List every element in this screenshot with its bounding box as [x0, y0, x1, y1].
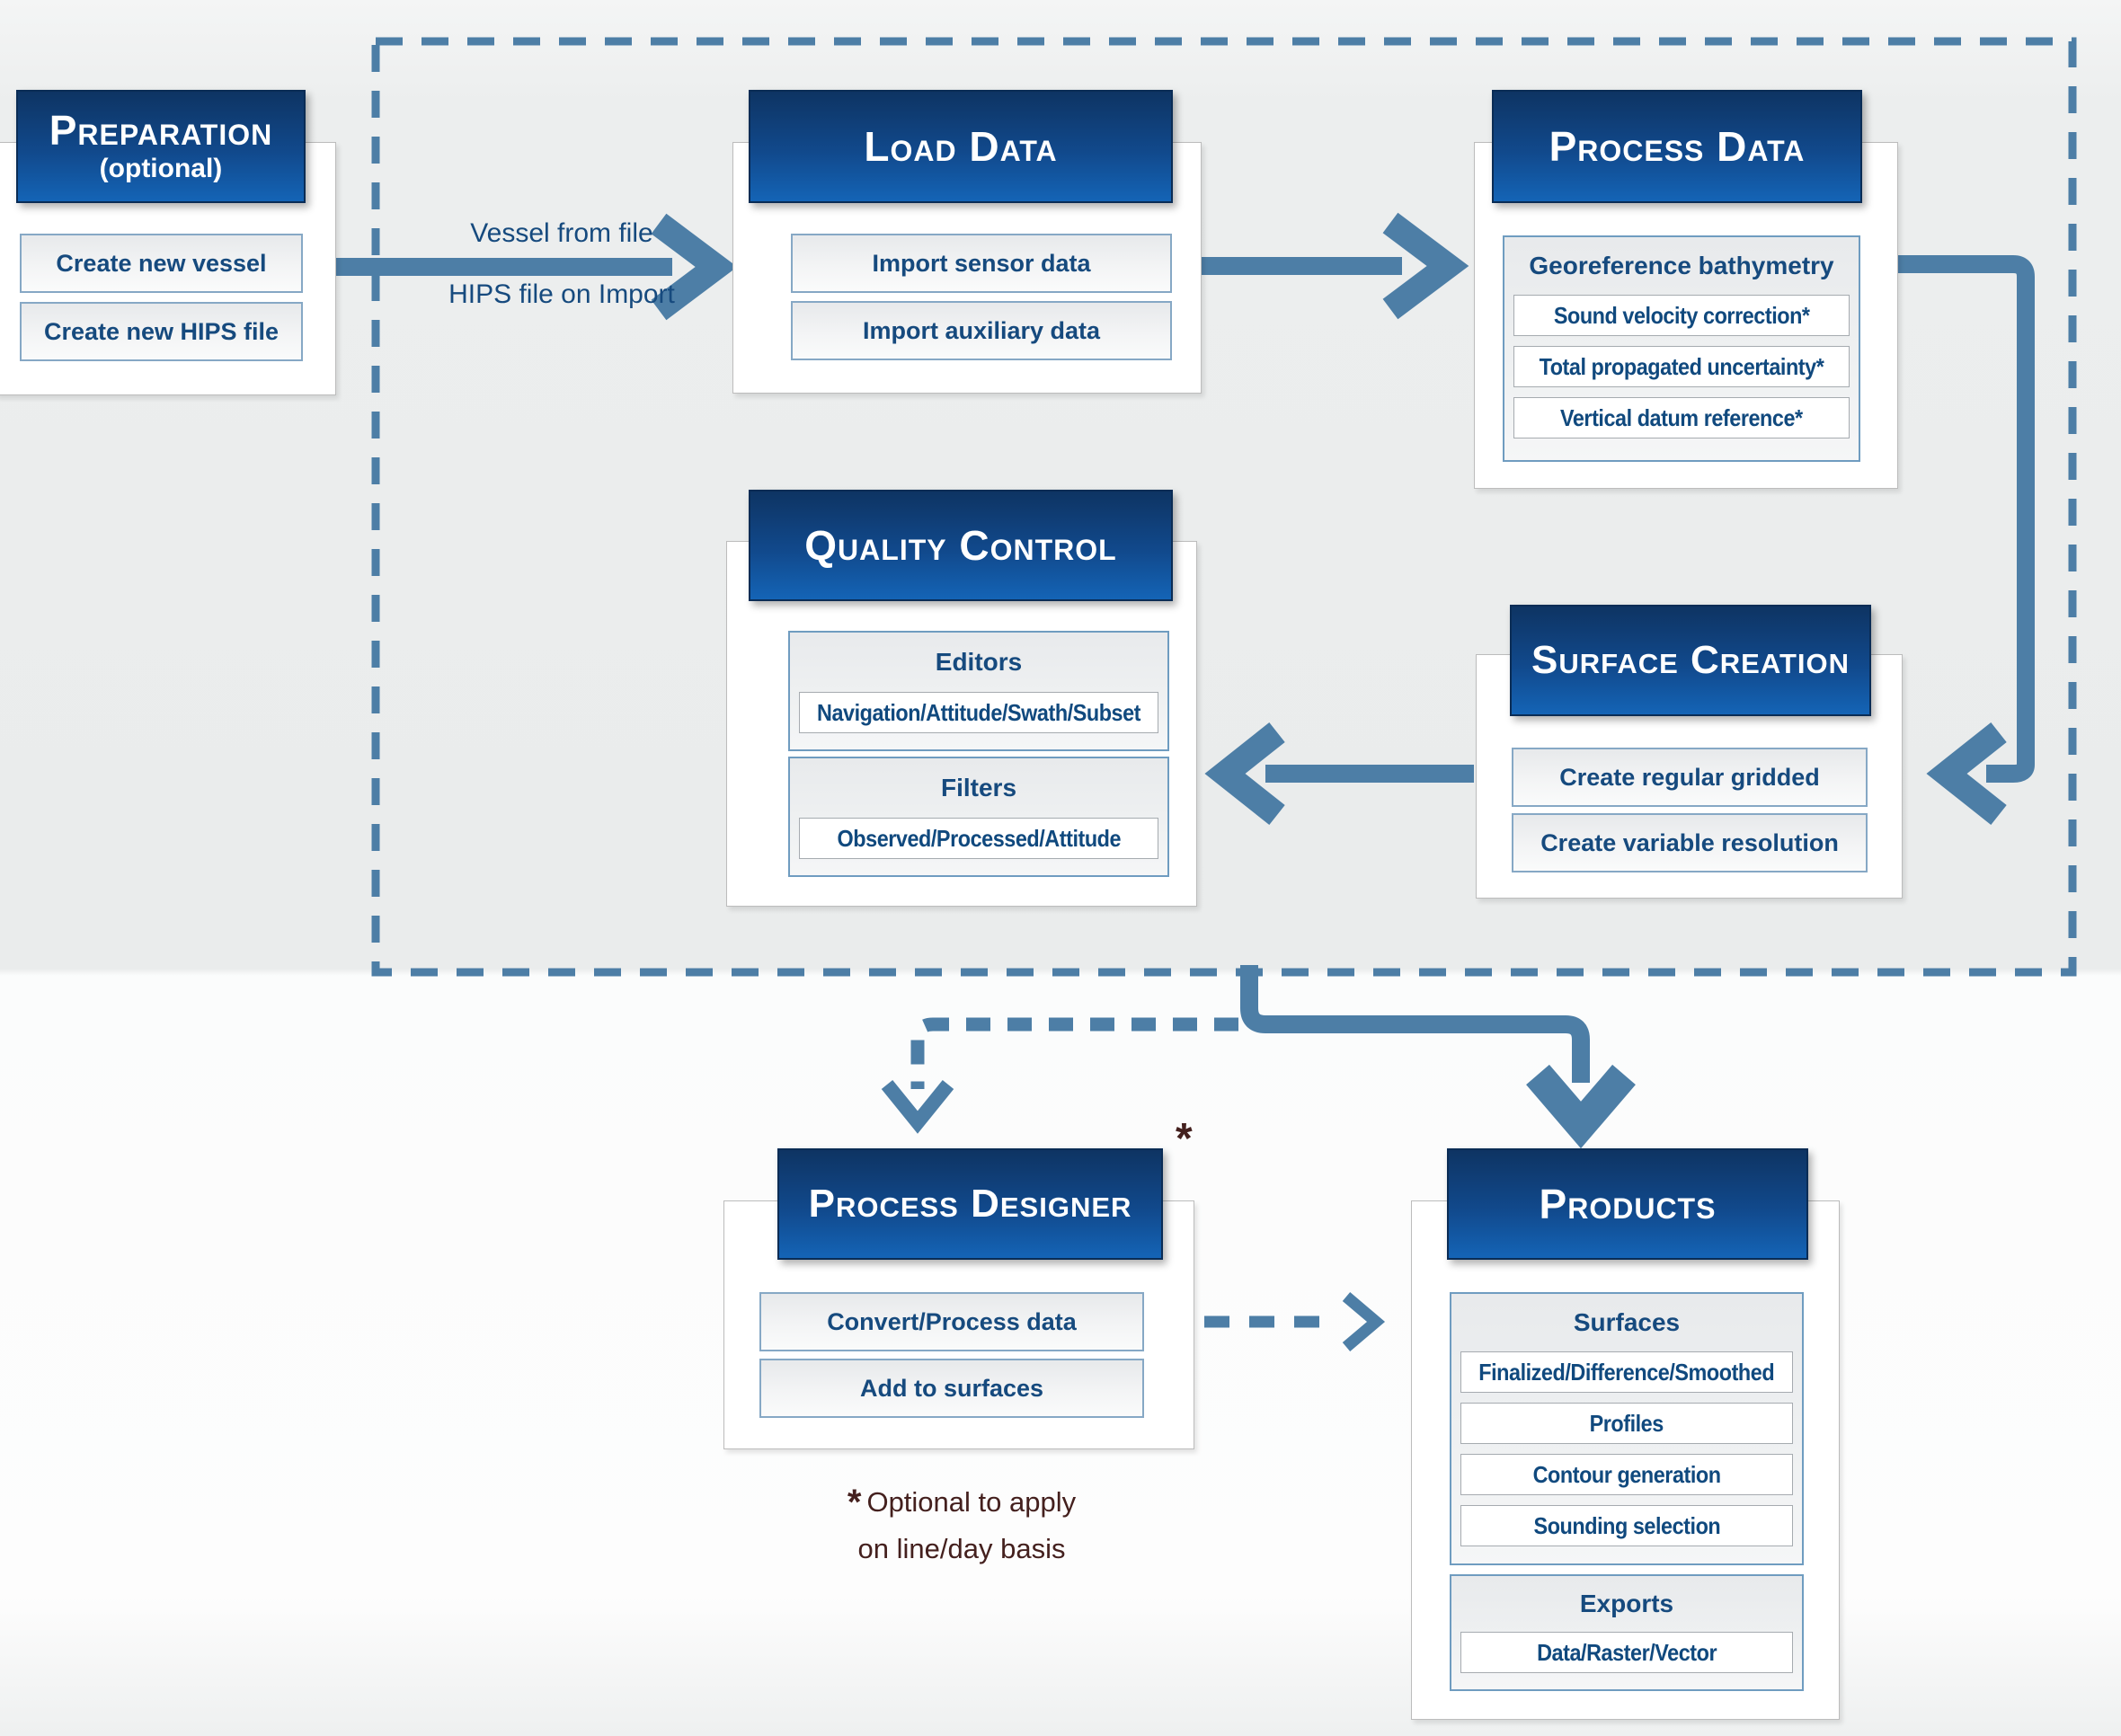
- load-data-header: Load Data: [749, 90, 1173, 203]
- surface-creation-title: Surface Creation: [1531, 637, 1850, 682]
- arrow-boundary-to-products: [1240, 965, 1590, 1083]
- process-data-header: Process Data: [1492, 90, 1862, 203]
- surface-creation-header: Surface Creation: [1510, 605, 1871, 716]
- georeference-bathymetry-title: Georeference bathymetry: [1529, 252, 1834, 279]
- node-contour-generation: Contour generation: [1460, 1454, 1793, 1495]
- quality-control-title: Quality Control: [804, 521, 1117, 569]
- arrowhead-processdata-to-surfacecreation: [1926, 722, 2007, 825]
- node-sound-velocity-correction: Sound velocity correction*: [1513, 295, 1850, 336]
- preparation-title: Preparation: [49, 106, 273, 154]
- products-header: Products: [1447, 1148, 1808, 1260]
- surfaces-group: Surfaces Finalized/Difference/Smoothed P…: [1450, 1292, 1804, 1565]
- filters-group: Filters Observed/Processed/Attitude: [788, 757, 1169, 877]
- node-create-regular-gridded: Create regular gridded: [1512, 748, 1868, 807]
- quality-control-header: Quality Control: [749, 490, 1173, 601]
- process-data-title: Process Data: [1549, 122, 1806, 170]
- arrow-processdata-to-surfacecreation: [1896, 255, 2035, 783]
- node-create-variable-resolution: Create variable resolution: [1512, 813, 1868, 872]
- filters-title: Filters: [940, 774, 1017, 802]
- products-title: Products: [1539, 1180, 1717, 1227]
- node-vertical-datum-reference: Vertical datum reference*: [1513, 397, 1850, 438]
- node-import-sensor-data: Import sensor data: [791, 234, 1172, 293]
- process-designer-title: Process Designer: [808, 1181, 1132, 1226]
- arrowhead-boundary-to-products: [1526, 1064, 1636, 1149]
- node-profiles: Profiles: [1460, 1403, 1793, 1444]
- node-data-raster-vector: Data/Raster/Vector: [1460, 1632, 1793, 1673]
- node-convert-process-data: Convert/Process data: [759, 1292, 1144, 1351]
- arrowhead-boundary-to-processdesigner: [881, 1079, 954, 1134]
- arrowhead-processdesigner-to-products: [1342, 1292, 1386, 1351]
- editors-title: Editors: [935, 648, 1023, 676]
- node-sounding-selection: Sounding selection: [1460, 1505, 1793, 1546]
- arrowhead-loaddata-to-processdata: [1382, 212, 1469, 320]
- node-create-new-vessel: Create new vessel: [20, 234, 303, 293]
- dashed-boundary-box: [371, 37, 2077, 977]
- label-vessel-from-file: Vessel from file: [470, 218, 653, 248]
- footnote-line1: Optional to apply: [866, 1486, 1077, 1518]
- process-designer-header: Process Designer: [777, 1148, 1163, 1260]
- footnote: *Optional to apply on line/day basis: [782, 1472, 1141, 1571]
- preparation-header: Preparation (optional): [16, 90, 306, 203]
- arrowhead-preparation-to-loaddata: [651, 213, 738, 321]
- process-designer-asterisk: *: [1176, 1115, 1193, 1163]
- exports-group: Exports Data/Raster/Vector: [1450, 1574, 1804, 1691]
- node-filters-list: Observed/Processed/Attitude: [799, 818, 1158, 859]
- node-import-auxiliary-data: Import auxiliary data: [791, 301, 1172, 360]
- node-finalized-difference-smoothed: Finalized/Difference/Smoothed: [1460, 1351, 1793, 1393]
- node-editors-list: Navigation/Attitude/Swath/Subset: [799, 692, 1158, 733]
- footnote-asterisk: *: [847, 1483, 862, 1522]
- label-hips-file-on-import: HIPS file on Import: [448, 279, 675, 309]
- preparation-subtitle: (optional): [99, 154, 223, 184]
- arrowhead-surfacecreation-to-qualitycontrol: [1204, 722, 1285, 825]
- surfaces-title: Surfaces: [1573, 1308, 1681, 1336]
- node-add-to-surfaces: Add to surfaces: [759, 1359, 1144, 1418]
- footnote-line2: on line/day basis: [857, 1533, 1066, 1564]
- node-total-propagated-uncertainty: Total propagated uncertainty*: [1513, 346, 1850, 387]
- exports-title: Exports: [1579, 1590, 1674, 1617]
- load-data-title: Load Data: [864, 122, 1058, 170]
- node-create-new-hips-file: Create new HIPS file: [20, 302, 303, 361]
- editors-group: Editors Navigation/Attitude/Swath/Subset: [788, 631, 1169, 751]
- arrow-boundary-to-processdesigner: [910, 1017, 1238, 1089]
- georeference-bathymetry-group: Georeference bathymetry Sound velocity c…: [1503, 235, 1860, 462]
